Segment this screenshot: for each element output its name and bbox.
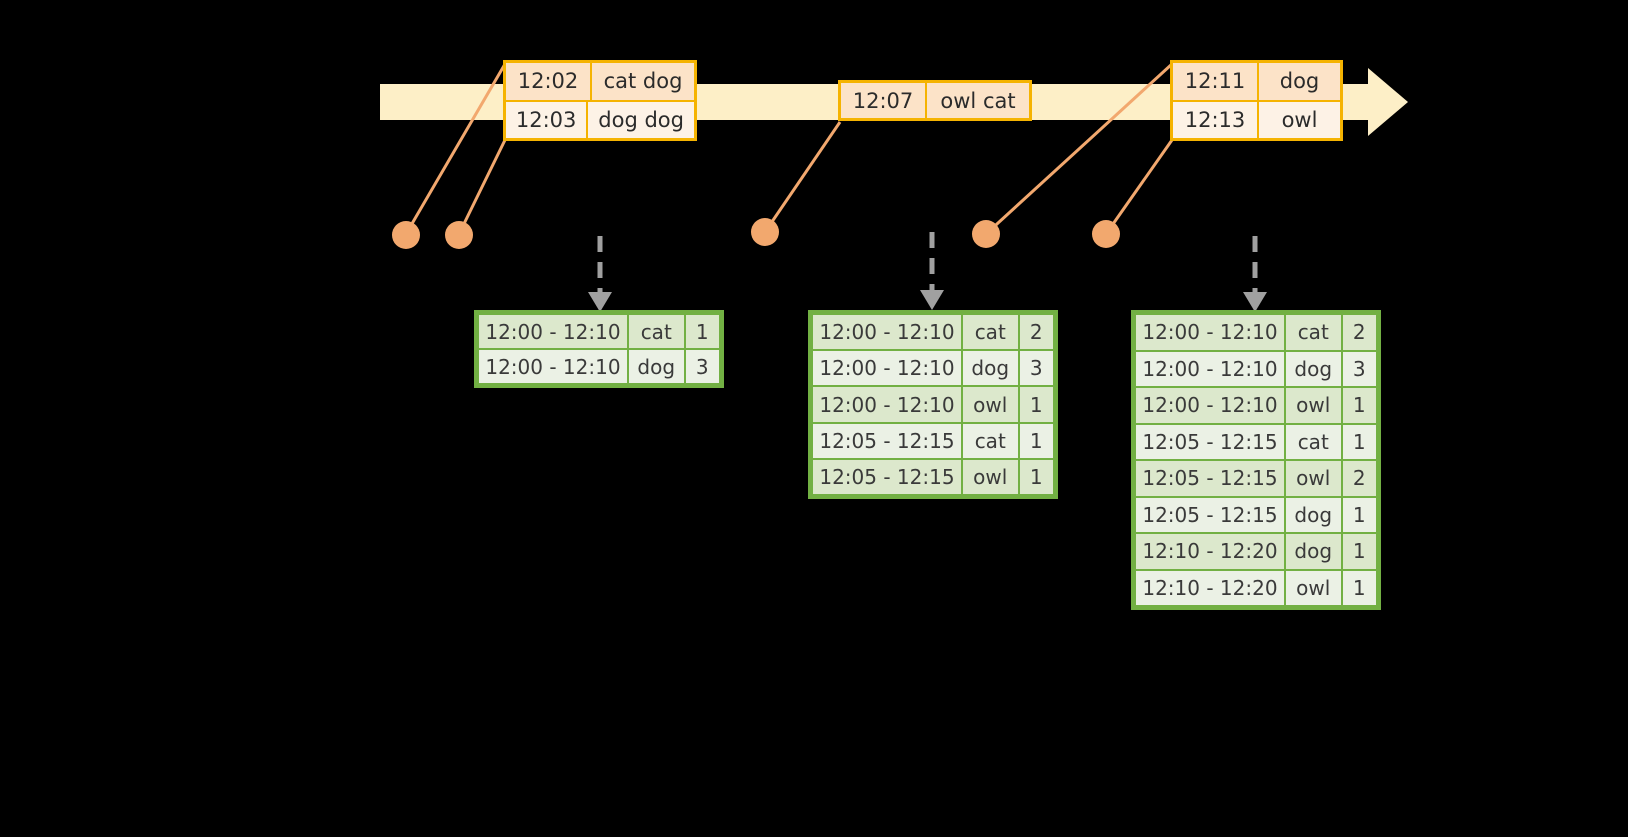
cell-count: 1 xyxy=(1342,534,1376,569)
cell-count: 2 xyxy=(1342,315,1376,350)
table-row[interactable]: 12:05 - 12:15 cat 1 xyxy=(1135,424,1377,461)
event-text: owl cat xyxy=(940,88,1016,113)
event-text: cat dog xyxy=(603,69,683,94)
cell-window: 12:05 - 12:15 xyxy=(1136,424,1284,459)
result-table-1[interactable]: 12:00 - 12:10 cat 1 12:00 - 12:10 dog 3 xyxy=(474,310,724,388)
event-time: 12:07 xyxy=(841,83,927,118)
event-box-3[interactable]: 12:11 dog 12:13 owl xyxy=(1170,60,1343,141)
cell-count: 1 xyxy=(1019,387,1053,422)
table-row[interactable]: 12:10 - 12:20 owl 1 xyxy=(1135,570,1377,607)
cell-count: 3 xyxy=(685,350,719,383)
cell-key: dog xyxy=(1285,534,1341,569)
cell-count: 3 xyxy=(1019,351,1053,386)
cell-window: 12:00 - 12:10 xyxy=(479,315,627,348)
dashed-arrow-1 xyxy=(588,236,612,312)
cell-count: 1 xyxy=(1019,459,1053,495)
cell-key: owl xyxy=(1285,461,1341,496)
dashed-arrow-2 xyxy=(920,232,944,310)
cell-window: 12:05 - 12:15 xyxy=(1136,497,1284,532)
table-row[interactable]: 12:00 - 12:10 dog 3 xyxy=(478,349,720,384)
event-row[interactable]: 12:07 owl cat xyxy=(841,83,1029,118)
event-time: 12:13 xyxy=(1173,101,1259,138)
cell-window: 12:00 - 12:10 xyxy=(1136,351,1284,386)
cell-key: owl xyxy=(1285,388,1341,423)
cell-count: 1 xyxy=(1342,424,1376,459)
cell-count: 1 xyxy=(685,315,719,348)
cell-count: 3 xyxy=(1342,351,1376,386)
table-row[interactable]: 12:05 - 12:15 dog 1 xyxy=(1135,497,1377,534)
table-row[interactable]: 12:10 - 12:20 dog 1 xyxy=(1135,533,1377,570)
event-dot-4 xyxy=(972,220,1000,248)
event-dot-3 xyxy=(751,218,779,246)
cell-window: 12:05 - 12:15 xyxy=(813,423,961,458)
table-row[interactable]: 12:00 - 12:10 dog 3 xyxy=(812,350,1054,386)
table-row[interactable]: 12:05 - 12:15 owl 1 xyxy=(812,459,1054,495)
cell-window: 12:05 - 12:15 xyxy=(813,459,961,495)
cell-key: cat xyxy=(1285,315,1341,350)
cell-count: 2 xyxy=(1342,461,1376,496)
event-row[interactable]: 12:11 dog xyxy=(1173,63,1340,100)
event-row[interactable]: 12:02 cat dog xyxy=(506,63,694,100)
cell-count: 2 xyxy=(1019,315,1053,350)
table-row[interactable]: 12:00 - 12:10 cat 1 xyxy=(478,314,720,349)
event-dot-5 xyxy=(1092,220,1120,248)
table-row[interactable]: 12:05 - 12:15 cat 1 xyxy=(812,423,1054,459)
table-row[interactable]: 12:00 - 12:10 owl 1 xyxy=(1135,387,1377,424)
cell-window: 12:00 - 12:10 xyxy=(813,387,961,422)
event-dot-1 xyxy=(392,221,420,249)
result-table-3[interactable]: 12:00 - 12:10 cat 2 12:00 - 12:10 dog 3 … xyxy=(1131,310,1381,610)
cell-key: dog xyxy=(628,350,684,383)
connector-line-2 xyxy=(457,139,507,235)
timeline-arrowhead xyxy=(1368,68,1408,136)
cell-key: owl xyxy=(1285,570,1341,605)
cell-window: 12:00 - 12:10 xyxy=(813,315,961,350)
cell-key: cat xyxy=(962,315,1018,350)
event-time: 12:03 xyxy=(506,101,589,138)
table-row[interactable]: 12:00 - 12:10 owl 1 xyxy=(812,386,1054,422)
cell-key: cat xyxy=(1285,424,1341,459)
event-time: 12:02 xyxy=(506,63,592,100)
cell-key: owl xyxy=(962,459,1018,495)
event-row[interactable]: 12:13 owl xyxy=(1173,99,1340,138)
connector-line-1 xyxy=(404,63,507,235)
event-text: dog dog xyxy=(598,107,684,132)
cell-key: owl xyxy=(962,387,1018,422)
table-row[interactable]: 12:00 - 12:10 dog 3 xyxy=(1135,351,1377,388)
event-box-2[interactable]: 12:07 owl cat xyxy=(838,80,1032,121)
event-box-1[interactable]: 12:02 cat dog 12:03 dog dog xyxy=(503,60,697,141)
table-row[interactable]: 12:00 - 12:10 cat 2 xyxy=(1135,314,1377,351)
dashed-arrow-3 xyxy=(1243,236,1267,312)
cell-window: 12:00 - 12:10 xyxy=(479,350,627,383)
cell-count: 1 xyxy=(1342,570,1376,605)
cell-count: 1 xyxy=(1342,497,1376,532)
event-dot-2 xyxy=(445,221,473,249)
connector-line-3 xyxy=(763,121,842,233)
event-text: owl xyxy=(1281,107,1318,132)
cell-count: 1 xyxy=(1342,388,1376,423)
cell-key: cat xyxy=(628,315,684,348)
cell-window: 12:10 - 12:20 xyxy=(1136,534,1284,569)
cell-window: 12:00 - 12:10 xyxy=(813,351,961,386)
cell-key: dog xyxy=(1285,351,1341,386)
event-text: dog xyxy=(1279,69,1320,94)
table-row[interactable]: 12:00 - 12:10 cat 2 xyxy=(812,314,1054,350)
cell-window: 12:10 - 12:20 xyxy=(1136,570,1284,605)
result-table-2[interactable]: 12:00 - 12:10 cat 2 12:00 - 12:10 dog 3 … xyxy=(808,310,1058,499)
cell-key: dog xyxy=(962,351,1018,386)
event-row[interactable]: 12:03 dog dog xyxy=(506,99,694,138)
table-row[interactable]: 12:05 - 12:15 owl 2 xyxy=(1135,460,1377,497)
cell-window: 12:00 - 12:10 xyxy=(1136,388,1284,423)
cell-window: 12:00 - 12:10 xyxy=(1136,315,1284,350)
connector-line-5 xyxy=(1104,139,1174,235)
event-time: 12:11 xyxy=(1173,63,1259,100)
cell-window: 12:05 - 12:15 xyxy=(1136,461,1284,496)
cell-count: 1 xyxy=(1019,423,1053,458)
cell-key: dog xyxy=(1285,497,1341,532)
cell-key: cat xyxy=(962,423,1018,458)
